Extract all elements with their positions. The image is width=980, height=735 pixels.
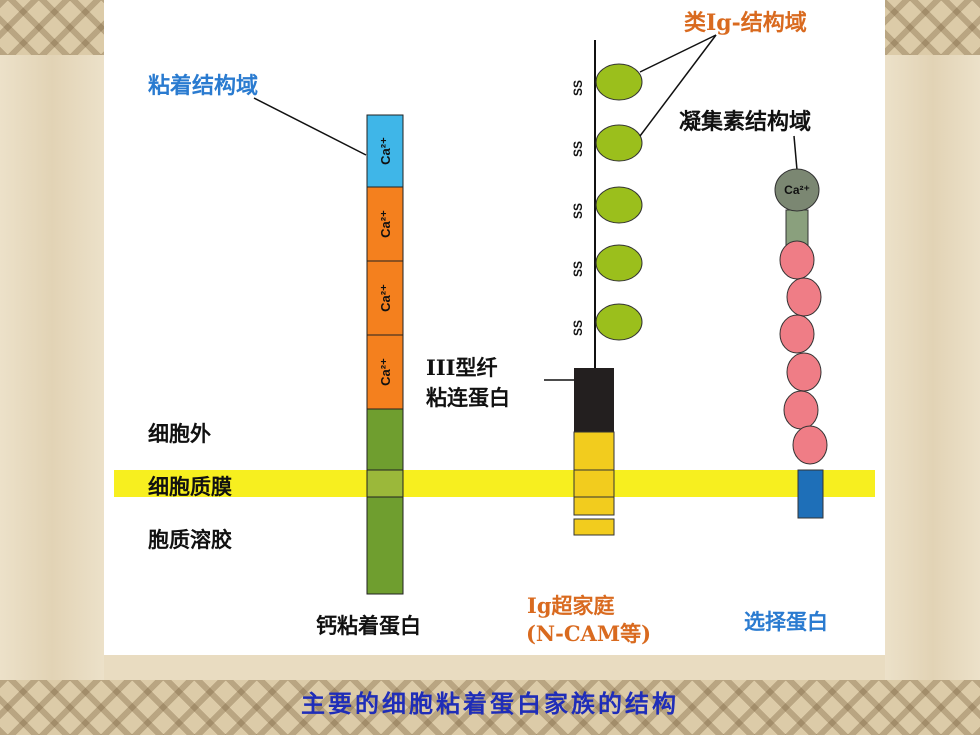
fibronectin-label-line1: III型纤: [426, 355, 498, 380]
ig-domain-1: [595, 63, 643, 101]
ig-superfamily-label-line1: Ig超家庭: [527, 593, 615, 618]
selectin-transmembrane: [797, 469, 824, 519]
fibronectin-label-line2: 粘连蛋白: [426, 385, 510, 410]
diagram-svg: Ca²⁺ Ca²⁺ Ca²⁺ Ca²⁺ SS SS SS SS SS: [114, 34, 875, 595]
ig-domain-5: [595, 303, 643, 341]
selectin-bead-3: [779, 314, 815, 354]
ss-label-3: SS: [571, 203, 585, 219]
cadherin-label: 钙粘着蛋白: [316, 613, 421, 638]
cadherin-domain-2: [366, 186, 404, 262]
ncam-tail-1: [573, 496, 615, 516]
ig-like-domain-label: 类Ig-结构域: [684, 10, 807, 36]
cadherin-extracellular-stalk: [366, 408, 404, 471]
cadherin-cytoplasmic-tail: [366, 496, 404, 595]
lectin-domain-label: 凝集素结构域: [679, 109, 812, 135]
selectin-bead-6: [792, 425, 828, 465]
fibronectin-domain: [574, 368, 614, 432]
cytosol-label: 胞质溶胶: [148, 527, 232, 552]
extracellular-label: 细胞外: [148, 421, 211, 446]
ig-domain-4: [595, 244, 643, 282]
lectin-pointer: [793, 135, 798, 171]
selectin-protein: Ca²⁺: [774, 135, 828, 519]
ig-domain-3: [595, 186, 643, 224]
ncam-tail-2: [573, 518, 615, 536]
ig-like-pointer-2: [639, 34, 717, 137]
ss-label-5: SS: [571, 320, 585, 336]
ncam-stalk: [573, 431, 615, 471]
plasma-membrane-band: [114, 470, 875, 497]
selectin-bead-4: [786, 352, 822, 392]
adhesion-domain-pointer: [253, 97, 367, 156]
selectin-bead-1: [779, 240, 815, 280]
decorative-left-margin: [0, 55, 104, 680]
cadherin-domain-3: [366, 260, 404, 336]
cadherin-domain-4: [366, 334, 404, 410]
cadherin-protein: Ca²⁺ Ca²⁺ Ca²⁺ Ca²⁺: [366, 114, 404, 595]
ss-label-1: SS: [571, 80, 585, 96]
ss-label-2: SS: [571, 141, 585, 157]
ca-label-3: Ca²⁺: [378, 284, 393, 312]
cadherin-domain-1: [366, 114, 404, 188]
ig-domain-2: [595, 124, 643, 162]
ca-label-1: Ca²⁺: [378, 137, 393, 165]
ncam-protein: SS SS SS SS SS: [571, 40, 643, 536]
ss-label-4: SS: [571, 261, 585, 277]
ig-like-pointer-1: [639, 34, 717, 73]
ig-superfamily-label-line2: (N-CAM等): [526, 621, 652, 646]
plasma-membrane-label: 细胞质膜: [148, 474, 232, 499]
diagram-panel: Ca²⁺ Ca²⁺ Ca²⁺ Ca²⁺ SS SS SS SS SS: [104, 0, 885, 655]
ncam-transmembrane: [573, 469, 615, 498]
selectin-bead-2: [786, 277, 822, 317]
selectin-bead-5: [783, 390, 819, 430]
ca-label-4: Ca²⁺: [378, 358, 393, 386]
caption: 主要的细胞粘着蛋白家族的结构: [301, 689, 679, 718]
adhesion-domain-label: 粘着结构域: [148, 73, 259, 99]
cadherin-transmembrane: [366, 469, 404, 498]
selectin-ca-label: Ca²⁺: [784, 183, 810, 197]
decorative-bottom-border: [0, 680, 980, 735]
lectin-head: [774, 168, 820, 212]
decorative-right-margin: [885, 55, 980, 680]
ca-label-2: Ca²⁺: [378, 210, 393, 238]
selectin-label: 选择蛋白: [744, 609, 828, 634]
